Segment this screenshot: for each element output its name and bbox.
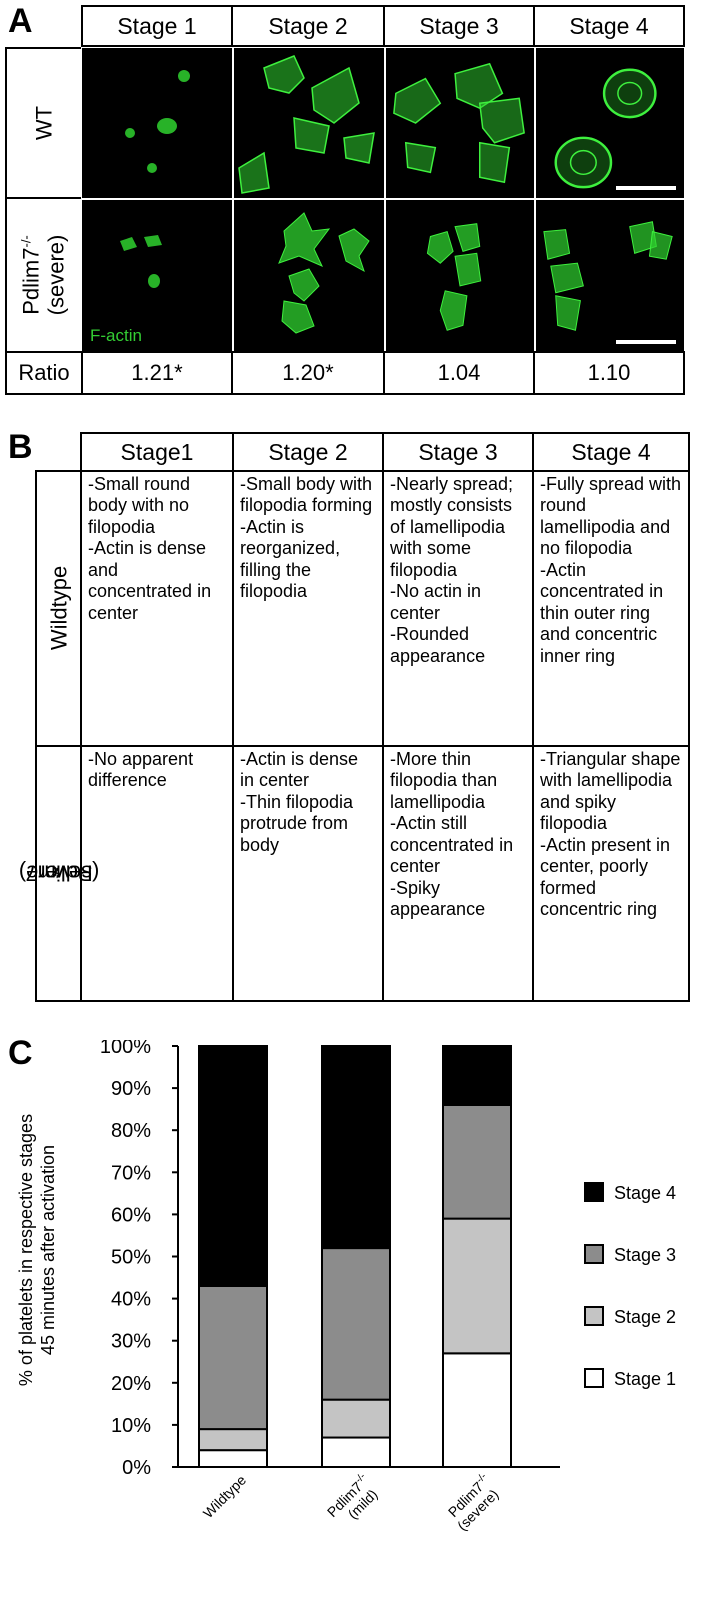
- bar-stage-2: [442, 1217, 512, 1355]
- legend-swatch: [584, 1368, 604, 1388]
- y-tick-label: 100%: [100, 1040, 151, 1058]
- legend-swatch: [584, 1182, 604, 1202]
- table-corner: [36, 433, 82, 472]
- table-cell: -Small body with filopodia forming -Acti…: [232, 469, 384, 747]
- micrograph-wt-stage-3: [385, 47, 535, 199]
- bar-stage-2: [198, 1428, 268, 1452]
- micrograph-pdlim7-stage-2: [233, 199, 385, 353]
- stacked-bar-chart: 0% 10% 20% 30% 40% 50% 60% 70% 80% 90% 100% % of pl…: [16, 1040, 676, 1534]
- y-tick-label: 10%: [111, 1415, 151, 1437]
- row-head-pdlim7: Pdlim7-/- (severe): [18, 744, 99, 1002]
- stage-header-3: Stage 3: [383, 5, 535, 47]
- bar-stage-2: [321, 1398, 391, 1439]
- row-label-wt-text: WT: [31, 105, 57, 141]
- row-head-wildtype-text: Wildtype: [45, 565, 71, 651]
- x-category-label: Pdlim7-/-(severe): [442, 1471, 504, 1533]
- scale-bar: [616, 340, 676, 344]
- x-category-label: Wildtype: [200, 1472, 249, 1521]
- bar-stage-4: [321, 1045, 391, 1250]
- y-tick-label: 70%: [111, 1162, 151, 1184]
- panel-a-grid: Stage 1 Stage 2 Stage 3 Stage 4 WT Pdlim…: [5, 5, 685, 395]
- table-header-stage-3: Stage 3: [382, 432, 534, 472]
- y-tick-label: 20%: [111, 1373, 151, 1395]
- ratio-stage-2: 1.20*: [231, 351, 385, 395]
- y-tick-label: 40%: [111, 1289, 151, 1311]
- f-actin-label: F-actin: [90, 326, 142, 345]
- table-cell: -Fully spread with round lamellipodia an…: [532, 469, 690, 747]
- y-tick-label: 60%: [111, 1204, 151, 1226]
- y-tick-label: 0%: [122, 1457, 151, 1479]
- micrograph-pdlim7-stage-3: [385, 199, 535, 353]
- bar-stage-4: [198, 1045, 268, 1287]
- bar-stage-3: [442, 1103, 512, 1220]
- micrograph-wt-stage-1: [81, 47, 233, 199]
- legend-label: Stage 2: [614, 1307, 676, 1327]
- table-header-stage-2: Stage 2: [232, 432, 384, 472]
- table-cell: -No apparent difference: [80, 744, 234, 1002]
- significance-marker: *: [349, 1041, 363, 1079]
- stage-header-2: Stage 2: [231, 5, 385, 47]
- table-row-wildtype: Wildtype -Small round body with no filop…: [35, 469, 690, 747]
- row-label-pdlim7: Pdlim7-/- (severe): [5, 197, 83, 353]
- table-header-stage-1: Stage1: [80, 432, 234, 472]
- micrograph-wt-stage-4: [535, 47, 685, 199]
- bar-stage-3: [321, 1247, 391, 1401]
- y-tick-label: 30%: [111, 1331, 151, 1353]
- panel-c-letter: C: [8, 1034, 33, 1072]
- table-cell: -Nearly spread; mostly consists of lamel…: [382, 469, 534, 747]
- y-tick-label: 90%: [111, 1078, 151, 1100]
- bar-stage-4: [442, 1045, 512, 1106]
- row-label-pdlim7-text: Pdlim7-/- (severe): [18, 234, 69, 316]
- row-label-wt: WT: [5, 47, 83, 199]
- micrograph-pdlim7-stage-4: [535, 199, 685, 353]
- micrograph-pdlim7-stage-1: F-actin: [81, 199, 233, 353]
- ratio-label: Ratio: [5, 351, 83, 395]
- bar-stage-1: [198, 1449, 268, 1469]
- row-head-pdlim7-text: Pdlim7-/- (severe): [18, 860, 99, 886]
- y-tick-label: 50%: [111, 1247, 151, 1269]
- bar-stage-1: [442, 1352, 512, 1468]
- row-head-wildtype: Wildtype: [35, 469, 82, 747]
- legend-label: Stage 4: [614, 1183, 676, 1203]
- table-cell: -Triangular shape with lamellipodia and …: [532, 744, 690, 1002]
- significance-marker: **: [464, 1041, 491, 1079]
- ratio-stage-4: 1.10: [533, 351, 685, 395]
- table-row-pdlim7: Pdlim7-/- (severe) -No apparent differen…: [18, 744, 690, 1002]
- panel-a-letter: A: [8, 2, 33, 40]
- table-header-stage-4: Stage 4: [532, 432, 690, 472]
- table-header-row: Stage1 Stage 2 Stage 3 Stage 4: [36, 432, 690, 472]
- table-cell: -Small round body with no filopodia -Act…: [80, 469, 234, 747]
- scale-bar: [616, 186, 676, 190]
- micrograph-wt-stage-2: [233, 47, 385, 199]
- panel-b-letter: B: [8, 428, 33, 466]
- legend-swatch: [584, 1244, 604, 1264]
- legend-swatch: [584, 1306, 604, 1326]
- stage-header-1: Stage 1: [81, 5, 233, 47]
- y-tick-label: 80%: [111, 1120, 151, 1142]
- ratio-stage-3: 1.04: [383, 351, 535, 395]
- ratio-stage-1: 1.21*: [81, 351, 233, 395]
- legend-label: Stage 1: [614, 1369, 676, 1389]
- stage-description-table: Stage1 Stage 2 Stage 3 Stage 4 Wildtype …: [18, 432, 690, 1002]
- table-cell: -More thin filopodia than lamellipodia -…: [382, 744, 534, 1002]
- x-category-label: Pdlim7-/-(mild): [323, 1471, 383, 1531]
- legend-label: Stage 3: [614, 1245, 676, 1265]
- bar-stage-3: [198, 1284, 268, 1431]
- stage-header-4: Stage 4: [533, 5, 685, 47]
- bar-stage-1: [321, 1436, 391, 1468]
- table-cell: -Actin is dense in center -Thin filopodi…: [232, 744, 384, 1002]
